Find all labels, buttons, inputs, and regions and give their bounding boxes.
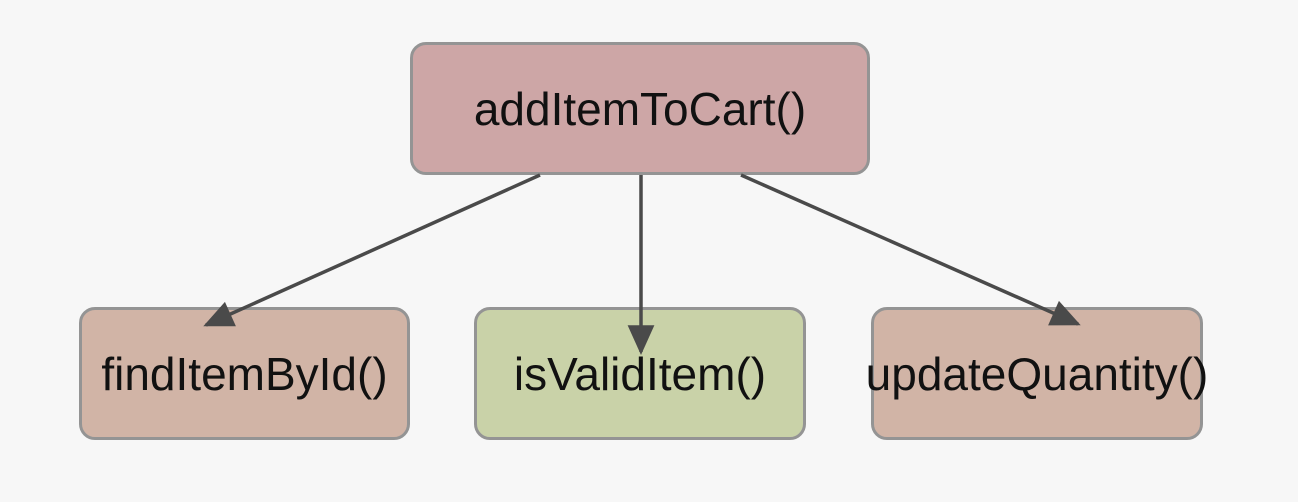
node-additemtocart-label: addItemToCart() bbox=[473, 82, 807, 135]
edge-additemtocart-to-finditembyid bbox=[203, 173, 541, 327]
node-isvaliditem-label: isValidItem() bbox=[513, 347, 767, 400]
node-isvaliditem: isValidItem() bbox=[474, 307, 806, 440]
node-updatequantity: updateQuantity() bbox=[866, 307, 1208, 440]
node-finditembyid: findItemById() bbox=[79, 307, 410, 440]
node-updatequantity-label: updateQuantity() bbox=[865, 347, 1209, 400]
edge-additemtocart-to-updatequantity bbox=[740, 173, 1081, 326]
node-finditembyid-label: findItemById() bbox=[101, 347, 388, 400]
node-additemtocart: addItemToCart() bbox=[410, 42, 870, 175]
